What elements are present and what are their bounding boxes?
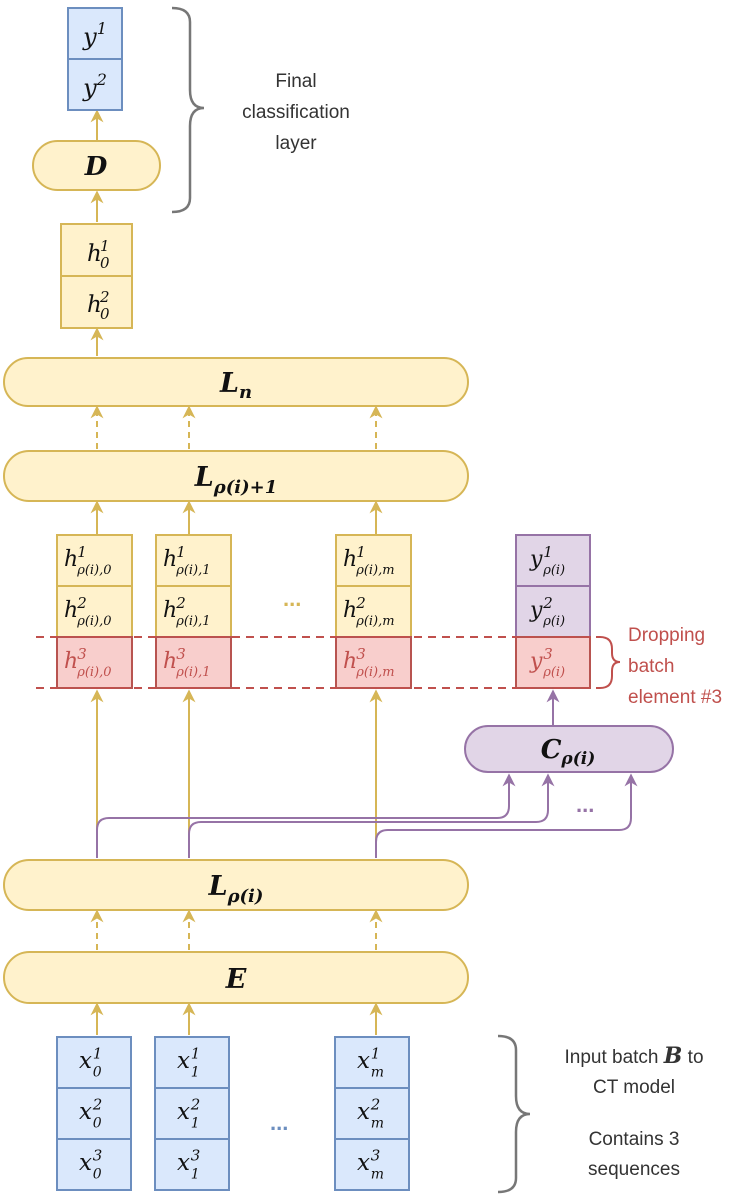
svg-text:sequences: sequences <box>588 1159 680 1180</box>
dropping-lines <box>36 636 600 689</box>
layer-label-L-rho: Lρ(i) <box>208 871 264 907</box>
input-cell <box>334 1138 410 1191</box>
dropping-annotation: Dropping batch element #3 <box>628 625 722 708</box>
output-cell-y2 <box>67 58 123 111</box>
output-column: y1 y2 <box>67 7 123 111</box>
svg-text:Final: Final <box>275 71 316 92</box>
svg-text:layer: layer <box>275 133 317 154</box>
yellow-arrows <box>90 109 383 1035</box>
layer-label-Ln: Ln <box>219 368 252 403</box>
output-label-y1: y1 <box>82 19 107 51</box>
h0-cell-1 <box>60 223 133 277</box>
svg-text:Contains 3: Contains 3 <box>589 1129 680 1150</box>
aux-output-cell <box>515 534 591 587</box>
input-cell <box>334 1036 410 1089</box>
svg-text:Input batch B to: Input batch B to <box>564 1043 703 1069</box>
svg-text:element #3: element #3 <box>628 687 722 708</box>
svg-text:Dropping: Dropping <box>628 625 705 646</box>
aux-output-cell <box>515 636 591 689</box>
layer-label-L-rho-plus-1: Lρ(i)+1 <box>194 462 277 498</box>
output-label-y2: y2 <box>82 70 107 102</box>
input-cell <box>154 1138 230 1191</box>
layer-label-E: E <box>225 964 247 995</box>
svg-text:classification: classification <box>242 102 350 123</box>
final-layer-brace <box>171 6 205 214</box>
classifier-layer-D: D <box>32 140 161 191</box>
hidden-cell <box>56 534 133 587</box>
embedding-layer-E: E <box>3 951 469 1004</box>
layer-label-D: D <box>84 152 108 182</box>
hidden-cell <box>155 585 232 638</box>
svg-text:CT model: CT model <box>593 1077 675 1098</box>
dropping-brace <box>599 636 621 689</box>
classifier-layer-C: Cρ(i) <box>464 725 674 773</box>
input-cell <box>56 1138 132 1191</box>
hidden-cell <box>335 585 412 638</box>
input-cell <box>154 1087 230 1140</box>
layer-L-rho: Lρ(i) <box>3 859 469 911</box>
layer-Ln: Ln <box>3 357 469 407</box>
aux-output-cell <box>515 585 591 638</box>
input-cell <box>56 1087 132 1140</box>
final-layer-annotation: Final classification layer <box>242 71 350 154</box>
layer-label-C: Cρ(i) <box>541 735 596 769</box>
input-cell <box>154 1036 230 1089</box>
input-batch-annotation: Input batch B to CT model Contains 3 seq… <box>564 1043 703 1180</box>
layer-L-rho-plus-1: Lρ(i)+1 <box>3 450 469 502</box>
h0-cell-2 <box>60 275 133 329</box>
hidden-ellipsis: ... <box>283 586 301 611</box>
purple-ellipsis: ... <box>576 792 594 817</box>
input-ellipsis: ... <box>270 1110 288 1135</box>
purple-arrows <box>96 689 638 858</box>
svg-text:batch: batch <box>628 656 674 677</box>
input-batch-brace <box>497 1034 531 1194</box>
